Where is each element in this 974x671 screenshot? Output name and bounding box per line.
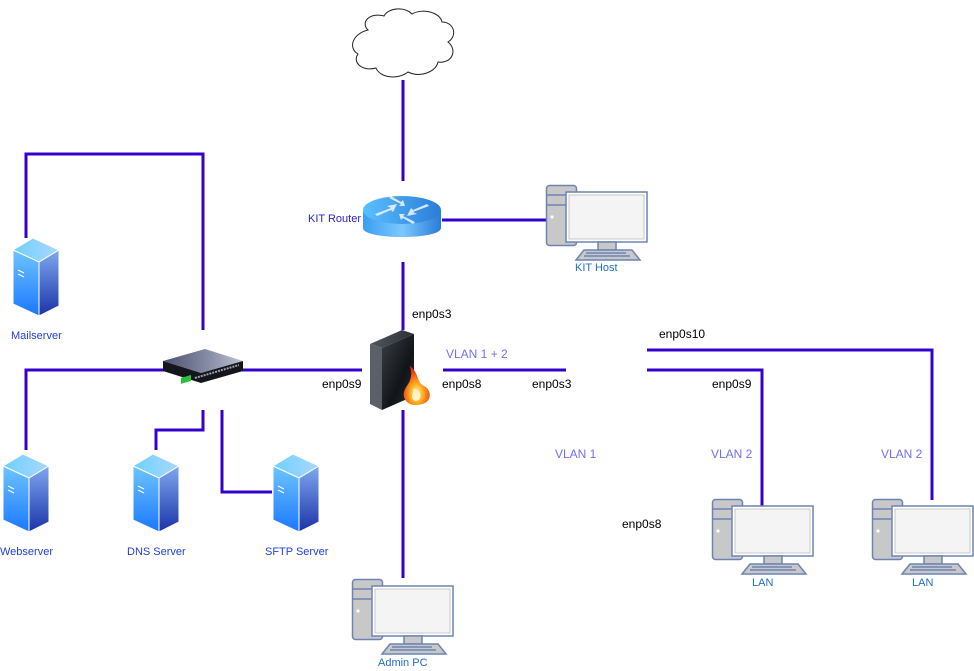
webserver-label: Webserver: [0, 546, 53, 558]
admin-pc-label: Admin PC: [378, 657, 428, 669]
vlan-trunk-label: VLAN 1 + 2: [446, 347, 508, 361]
switch-icon[interactable]: [163, 349, 243, 384]
link-switch-lan2: [647, 348, 934, 500]
sftp-server-label: SFTP Server: [265, 546, 329, 558]
link-switch-lan1: [647, 368, 764, 507]
lan2-pc-icon[interactable]: [871, 498, 974, 575]
mailserver-label: Mailserver: [11, 330, 62, 342]
dns-server-label: DNS Server: [127, 546, 186, 558]
router-label: KIT Router: [308, 213, 361, 225]
link-switch-sftp-server: [220, 410, 272, 494]
lan1-pc-icon[interactable]: [711, 498, 814, 575]
link-switch-mailserver: [24, 152, 205, 330]
dns-server-icon[interactable]: [132, 453, 180, 535]
fw-enp0s8-label: enp0s8: [442, 377, 482, 391]
sw-enp0s8-label: enp0s8: [622, 517, 662, 531]
lan1-label: LAN: [752, 577, 774, 589]
vlan1-label: VLAN 1: [555, 447, 597, 461]
links: [24, 80, 934, 578]
sw-enp0s9-label: enp0s9: [712, 377, 752, 391]
kit-host-label: KIT Host: [575, 262, 618, 274]
admin-pc-icon[interactable]: [351, 578, 454, 655]
kit-host-pc-icon[interactable]: [545, 184, 648, 261]
firewall-icon[interactable]: [370, 330, 430, 410]
lan2-label: LAN: [912, 577, 934, 589]
vlan2-b-label: VLAN 2: [881, 447, 923, 461]
sftp-server-icon[interactable]: [272, 453, 320, 535]
vlan2-a-label: VLAN 2: [711, 447, 753, 461]
link-switch-webserver: [24, 368, 165, 450]
fw-enp0s9-label: enp0s9: [322, 377, 362, 391]
mailserver-icon[interactable]: [12, 237, 60, 319]
router-icon[interactable]: [363, 196, 441, 237]
sw-enp0s3-label: enp0s3: [532, 377, 572, 391]
link-switch-dns-server: [154, 410, 205, 450]
fw-enp0s3-label: enp0s3: [412, 307, 452, 321]
cloud-icon[interactable]: [352, 8, 455, 78]
sw-enp0s10-label: enp0s10: [659, 327, 706, 341]
webserver-icon[interactable]: [2, 453, 50, 535]
